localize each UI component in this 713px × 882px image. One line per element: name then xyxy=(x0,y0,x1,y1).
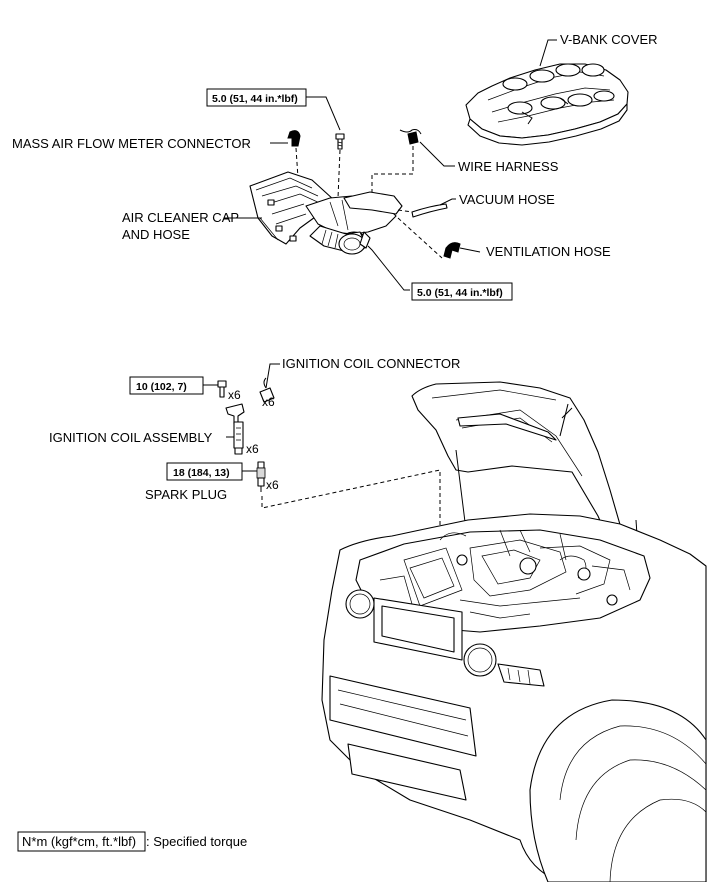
upper-bolt-torque-label: 5.0 (51, 44 in.*lbf) xyxy=(212,93,298,105)
ignition-coil-connector xyxy=(259,377,275,403)
spark-plug-torque-label: 18 (184, 13) xyxy=(173,467,230,479)
vacuum-hose xyxy=(411,203,448,218)
wire-harness-clip xyxy=(399,129,422,145)
air-cleaner-cap-and-hose-illustration xyxy=(249,171,403,255)
upper-bolt-guide xyxy=(337,149,341,199)
spark-plug-label: SPARK PLUG xyxy=(145,487,227,502)
wire-harness-guide xyxy=(371,146,414,196)
ignition-coil-assembly xyxy=(225,403,245,455)
vacuum-hose-leader xyxy=(439,198,456,206)
spark-plug xyxy=(256,461,266,492)
vacuum-hose-label: VACUUM HOSE xyxy=(459,192,555,207)
upper-bolt-torque-leader xyxy=(306,96,341,131)
spark-plug-qty: x6 xyxy=(266,478,279,492)
ignition-coil-assembly-label: IGNITION COIL ASSEMBLY xyxy=(49,430,213,445)
upper-bolt xyxy=(335,133,345,150)
lower-clamp-torque-leader xyxy=(367,245,410,291)
mass-air-flow-meter-connector xyxy=(287,130,301,147)
ignition-coil-connector-qty: x6 xyxy=(262,395,275,409)
lower-clamp-torque-box xyxy=(411,282,513,301)
coil-bolt-qty: x6 xyxy=(228,388,241,402)
spark-plug-guide xyxy=(261,469,441,548)
lower-clamp-torque-label: 5.0 (51, 44 in.*lbf) xyxy=(417,287,503,299)
legend-description: : Specified torque xyxy=(146,834,247,849)
ignition-coil-connector-label: IGNITION COIL CONNECTOR xyxy=(282,356,460,371)
legend-unit-box xyxy=(17,831,146,852)
v-bank-cover-leader xyxy=(539,39,557,67)
wire-harness-label: WIRE HARNESS xyxy=(458,159,559,174)
coil-bolt xyxy=(217,380,227,398)
wire-harness-leader xyxy=(419,141,455,167)
air-cleaner-cap-label-line1: AIR CLEANER CAP xyxy=(122,210,239,225)
ventilation-hose-label: VENTILATION HOSE xyxy=(486,244,611,259)
maf-connector-guide xyxy=(295,147,299,179)
vacuum-hose-guide xyxy=(397,209,413,213)
air-cleaner-cap-label-line2: AND HOSE xyxy=(122,227,190,242)
ventilation-hose-leader xyxy=(459,247,481,253)
legend-unit-label: N*m (kgf*cm, ft.*lbf) xyxy=(22,834,136,849)
ignition-coil-connector-leader xyxy=(265,363,280,389)
coil-bolt-torque-label: 10 (102, 7) xyxy=(136,381,187,393)
ventilation-hose-guide xyxy=(397,217,443,259)
mass-air-flow-meter-connector-label: MASS AIR FLOW METER CONNECTOR xyxy=(12,136,251,151)
v-bank-cover-illustration xyxy=(465,63,629,146)
ignition-coil-assembly-qty: x6 xyxy=(246,442,259,456)
vehicle-illustration xyxy=(321,381,707,882)
v-bank-cover-label: V-BANK COVER xyxy=(560,32,658,47)
ventilation-hose xyxy=(443,242,461,259)
